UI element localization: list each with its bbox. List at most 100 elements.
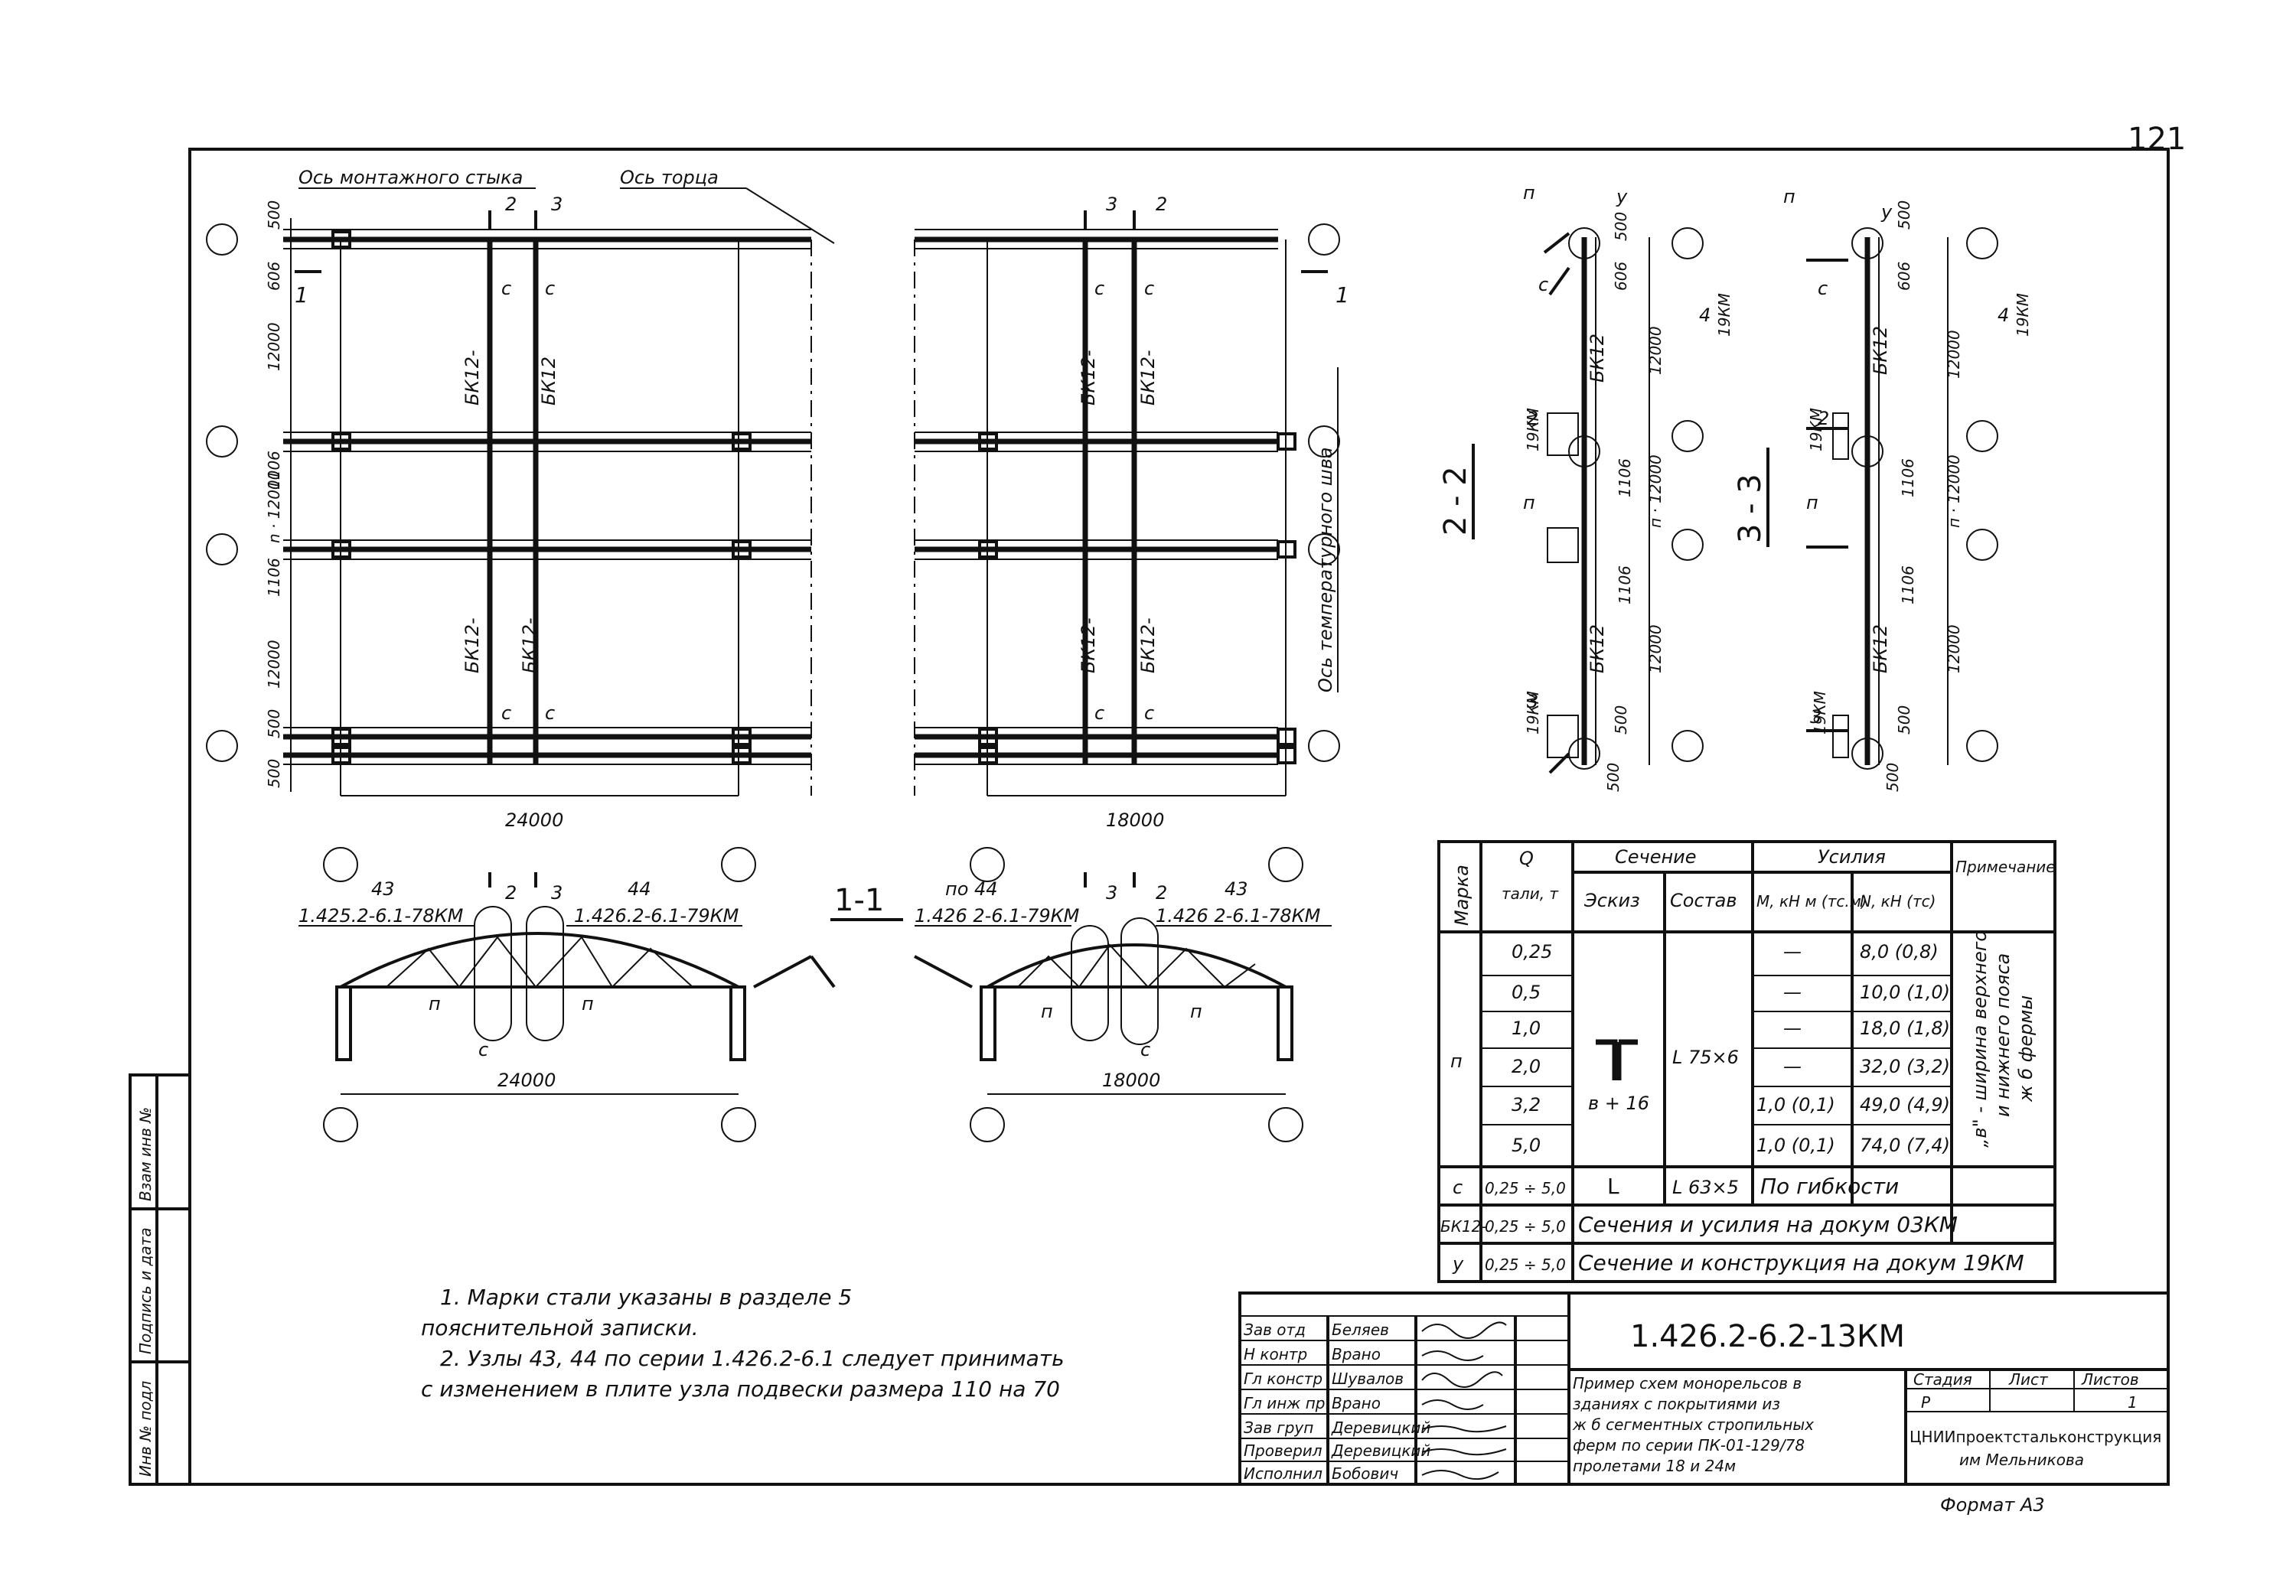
svg-text:Сечение и конструкция на докум: Сечение и конструкция на докум 19КМ bbox=[1578, 1250, 2024, 1275]
svg-text:Листов: Листов bbox=[2081, 1370, 2139, 1389]
svg-text:10,0 (1,0): 10,0 (1,0) bbox=[1860, 982, 1950, 1003]
svg-text:n · 12000: n · 12000 bbox=[265, 471, 283, 543]
svg-text:с: с bbox=[478, 1039, 488, 1060]
svg-text:43: 43 bbox=[1225, 878, 1248, 900]
svg-text:12000: 12000 bbox=[1646, 624, 1665, 673]
svg-text:с: с bbox=[501, 702, 511, 724]
svg-text:L: L bbox=[1607, 1174, 1619, 1199]
svg-text:зданиях с покрытиями из: зданиях с покрытиями из bbox=[1573, 1395, 1780, 1413]
svg-text:1: 1 bbox=[295, 282, 308, 308]
svg-text:у: у bbox=[1880, 201, 1893, 223]
title-block-roles: Зав отд Н контр Гл констр Гл инж пр. Зав… bbox=[1244, 1321, 1330, 1483]
svg-text:32,0 (3,2): 32,0 (3,2) bbox=[1860, 1056, 1950, 1077]
svg-text:2: 2 bbox=[1527, 408, 1538, 429]
svg-text:с: с bbox=[1818, 278, 1828, 299]
svg-text:БК12-: БК12- bbox=[519, 617, 540, 673]
section-1-1-title: 1-1 bbox=[834, 883, 884, 918]
svg-text:1106: 1106 bbox=[1899, 565, 1917, 604]
svg-text:18,0 (1,8): 18,0 (1,8) bbox=[1860, 1018, 1950, 1039]
svg-text:L 75×6: L 75×6 bbox=[1672, 1047, 1739, 1068]
svg-text:Примечание: Примечание bbox=[1955, 858, 2056, 876]
svg-text:Эскиз: Эскиз bbox=[1583, 890, 1640, 911]
axis-label-mount-joint: Ось монтажного стыка bbox=[298, 167, 523, 188]
svg-text:с: с bbox=[1140, 1039, 1150, 1060]
svg-text:0,5: 0,5 bbox=[1512, 982, 1541, 1003]
svg-text:500: 500 bbox=[265, 200, 283, 230]
svg-text:12000: 12000 bbox=[1945, 624, 1963, 673]
svg-text:0,25 ÷ 5,0: 0,25 ÷ 5,0 bbox=[1485, 1217, 1566, 1236]
svg-text:1106: 1106 bbox=[265, 451, 283, 490]
svg-text:3: 3 bbox=[1106, 194, 1117, 215]
axis-label-end: Ось торца bbox=[620, 167, 719, 188]
svg-text:12000: 12000 bbox=[1646, 326, 1665, 375]
svg-text:БК12-: БК12- bbox=[1137, 617, 1159, 673]
svg-text:ЦНИИпроектстальконструкция: ЦНИИпроектстальконструкция bbox=[1910, 1428, 2161, 1446]
svg-text:пояснительной записки.: пояснительной записки. bbox=[421, 1315, 699, 1340]
svg-text:п: п bbox=[582, 993, 594, 1015]
section-3-3: 3 - 3 п у 500 с 606 4 19КМ БК12 12000 2 … bbox=[1733, 186, 2032, 792]
svg-text:пролетами 18 и 24м: пролетами 18 и 24м bbox=[1573, 1457, 1736, 1475]
grid-axis-markers bbox=[206, 223, 1340, 882]
svg-text:Формат А3: Формат А3 bbox=[1940, 1494, 2045, 1516]
svg-text:—: — bbox=[1783, 1018, 1802, 1039]
svg-text:2. Узлы 43, 44 по серии 1.426.: 2. Узлы 43, 44 по серии 1.426.2-6.1 след… bbox=[440, 1346, 1065, 1371]
svg-text:с: с bbox=[1538, 274, 1548, 295]
section-2-2: 2 - 2 п у 500 с 606 4 19КМ БК12 12000 2 … bbox=[1438, 182, 1733, 792]
svg-text:—: — bbox=[1783, 982, 1802, 1003]
svg-text:0,25 ÷ 5,0: 0,25 ÷ 5,0 bbox=[1485, 1179, 1566, 1197]
svg-text:Лист: Лист bbox=[2008, 1370, 2049, 1389]
section-1-1: 1-1 43 1.425.2-6.1-78КМ 44 1.426.2-6.1-7… bbox=[298, 878, 1332, 1142]
svg-text:„в" - ширина верхнего: „в" - ширина верхнего bbox=[1969, 930, 1991, 1148]
plan-rails bbox=[283, 229, 1278, 765]
title-block: 1.426.2-6.2-13КМ Зав отд Н контр Гл конс… bbox=[1238, 1291, 2170, 1516]
svg-text:БК12-: БК12- bbox=[1440, 1217, 1487, 1236]
svg-text:1.425.2-6.1-78КМ: 1.425.2-6.1-78КМ bbox=[298, 905, 464, 927]
svg-text:Инв № подл: Инв № подл bbox=[136, 1381, 155, 1477]
svg-text:БК12: БК12 bbox=[1587, 624, 1608, 673]
svg-text:19КМ: 19КМ bbox=[1807, 408, 1825, 451]
svg-text:Врано: Врано bbox=[1332, 1345, 1381, 1363]
svg-text:1106: 1106 bbox=[265, 558, 283, 597]
svg-text:19КМ: 19КМ bbox=[1524, 408, 1542, 451]
svg-text:500: 500 bbox=[1604, 763, 1623, 792]
svg-text:1106: 1106 bbox=[1616, 565, 1634, 604]
svg-text:1,0 (0,1): 1,0 (0,1) bbox=[1756, 1135, 1835, 1156]
svg-text:в + 16: в + 16 bbox=[1588, 1093, 1649, 1114]
svg-text:0,25: 0,25 bbox=[1512, 941, 1552, 962]
drawing-frame bbox=[188, 148, 2170, 1486]
title-block-description: Пример схем монорельсов в зданиях с покр… bbox=[1572, 1374, 1814, 1475]
plan-beams bbox=[340, 239, 1287, 796]
svg-text:24000: 24000 bbox=[497, 1070, 556, 1091]
svg-text:п: п bbox=[1523, 182, 1535, 204]
svg-text:18000: 18000 bbox=[1106, 809, 1164, 831]
svg-text:500: 500 bbox=[1612, 705, 1630, 734]
svg-text:Проверил: Проверил bbox=[1244, 1441, 1322, 1460]
svg-text:3: 3 bbox=[1106, 882, 1117, 904]
svg-text:4: 4 bbox=[1998, 305, 2009, 326]
svg-text:1.426 2-6.1-79КМ: 1.426 2-6.1-79КМ bbox=[915, 905, 1080, 927]
svg-text:Зав груп: Зав груп bbox=[1244, 1418, 1313, 1437]
svg-text:1106: 1106 bbox=[1899, 458, 1917, 497]
axis-label-temp-joint: Ось температурного шва bbox=[1315, 447, 1336, 692]
plan-dims-left: 500 606 12000 1106 n · 12000 1106 12000 … bbox=[265, 200, 292, 792]
svg-text:12000: 12000 bbox=[265, 640, 283, 689]
svg-text:500: 500 bbox=[1883, 763, 1902, 792]
svg-text:1,0 (0,1): 1,0 (0,1) bbox=[1756, 1094, 1835, 1116]
svg-text:0,25 ÷ 5,0: 0,25 ÷ 5,0 bbox=[1485, 1256, 1566, 1274]
svg-text:L 63×5: L 63×5 bbox=[1672, 1177, 1739, 1198]
svg-text:500: 500 bbox=[1612, 212, 1630, 241]
svg-text:8,0 (0,8): 8,0 (0,8) bbox=[1860, 941, 1939, 962]
svg-text:12000: 12000 bbox=[265, 322, 283, 371]
svg-text:Зав отд: Зав отд bbox=[1244, 1321, 1306, 1339]
svg-text:п: п bbox=[1523, 492, 1535, 513]
svg-text:24000: 24000 bbox=[505, 809, 563, 831]
svg-text:Гл инж пр.: Гл инж пр. bbox=[1244, 1394, 1330, 1412]
doc-code: 1.426.2-6.2-13КМ bbox=[1630, 1319, 1905, 1354]
signature-scribbles bbox=[1421, 1321, 1507, 1480]
svg-text:БК12-: БК12- bbox=[1078, 617, 1099, 673]
svg-text:—: — bbox=[1783, 1056, 1802, 1077]
svg-text:и нижнего пояса: и нижнего пояса bbox=[1992, 953, 2014, 1117]
svg-text:п: п bbox=[1783, 186, 1795, 207]
svg-text:По гибкости: По гибкости bbox=[1760, 1174, 1899, 1199]
svg-text:БК12-: БК12- bbox=[461, 350, 483, 406]
